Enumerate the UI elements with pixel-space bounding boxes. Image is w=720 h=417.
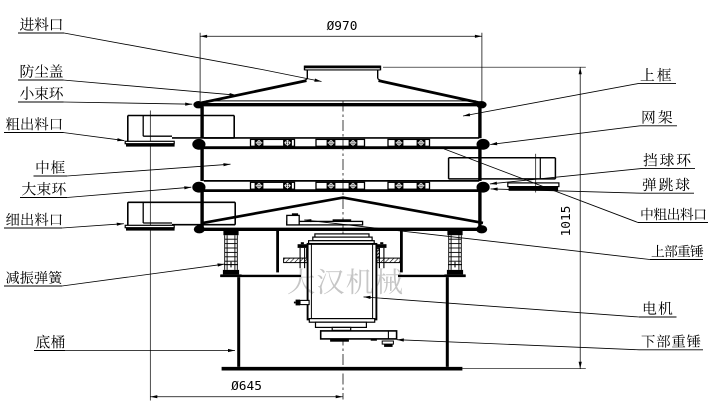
label-middle-frame-glyphs	[36, 160, 65, 174]
label-fine-outlet: 细出料口	[4, 212, 62, 229]
discharge-cone	[193, 196, 488, 234]
lower-screen-band	[192, 180, 490, 193]
label-fine-outlet-glyphs	[6, 212, 62, 226]
upper-screen-band	[192, 137, 490, 150]
label-upper-weight-glyphs	[651, 244, 704, 258]
dust-cover-cone	[198, 79, 483, 105]
label-middle-frame: 中框	[33, 160, 67, 177]
leader-feed-inlet	[63, 32, 322, 82]
label-feed-inlet: 进料口	[18, 17, 64, 34]
dim-base-diameter-value: Ø645	[231, 379, 262, 394]
label-motor: 电机	[639, 301, 677, 318]
label-upper-frame: 上框	[638, 67, 676, 85]
label-base-barrel-glyphs	[36, 334, 65, 349]
label-large-clamp-ring-glyphs	[22, 181, 66, 196]
label-feed-inlet-glyphs	[19, 17, 62, 31]
label-bouncing-ball-glyphs	[642, 177, 690, 192]
machine-body	[124, 65, 560, 371]
leader-ball-stop-ring	[489, 168, 642, 185]
label-base-barrel: 底桶	[34, 334, 65, 351]
leader-lower-weight	[396, 338, 640, 351]
leader-mid-coarse-outlet	[443, 148, 639, 223]
coarse-outlet-spout	[124, 114, 235, 147]
dim-overall-height-value: 1015	[559, 206, 574, 237]
dimension-overall-height: 1015	[383, 66, 586, 370]
label-dust-cover: 防尘盖	[18, 64, 64, 81]
leader-upper-weight	[304, 219, 651, 260]
leader-coarse-outlet	[62, 132, 125, 142]
motor-body	[293, 233, 378, 331]
label-small-clamp-ring: 小束环	[18, 86, 64, 103]
leader-middle-frame	[66, 163, 231, 177]
base-barrel-body	[220, 274, 466, 371]
inlet-port	[303, 65, 382, 82]
upper-weight-assembly	[286, 213, 364, 226]
label-mesh-frame-glyphs	[642, 110, 673, 124]
label-ball-stop-ring-glyphs	[643, 153, 691, 167]
watermark: 大汉机械	[288, 268, 403, 295]
label-coarse-outlet: 粗出料口	[4, 117, 64, 133]
damping-spring-right	[444, 231, 466, 277]
leader-damping-spring	[61, 263, 225, 287]
label-coarse-outlet-glyphs	[5, 117, 62, 131]
label-lower-weight: 下部重锤	[639, 334, 703, 351]
dimension-base-diameter: Ø645	[150, 379, 343, 399]
label-bouncing-ball: 弹跳球	[641, 177, 694, 194]
label-upper-weight: 上部重锤	[650, 244, 704, 260]
leader-bouncing-ball	[490, 187, 642, 194]
dim-top-diameter-value: Ø970	[327, 19, 358, 34]
center-axis-lines	[149, 100, 344, 401]
leader-large-clamp-ring	[66, 186, 192, 198]
label-damping-spring-glyphs	[6, 270, 62, 284]
label-mesh-frame: 网架	[640, 110, 677, 127]
label-upper-frame-glyphs	[640, 67, 672, 82]
leader-base-barrel	[65, 348, 235, 353]
leader-small-clamp-ring	[62, 101, 193, 106]
label-large-clamp-ring: 大束环	[20, 181, 67, 198]
fine-outlet-spout	[124, 201, 236, 231]
leader-motor	[363, 295, 640, 318]
leader-mesh-frame	[490, 125, 641, 146]
label-small-clamp-ring-glyphs	[20, 86, 63, 100]
watermark-glyphs	[288, 268, 403, 295]
lower-weight-assembly	[319, 330, 398, 347]
label-mid-coarse-outlet-glyphs	[641, 207, 706, 221]
label-damping-spring: 减振弹簧	[4, 270, 62, 287]
label-lower-weight-glyphs	[641, 334, 701, 348]
label-ball-stop-ring: 挡球环	[641, 153, 695, 170]
leader-upper-frame	[462, 83, 639, 117]
label-motor-glyphs	[643, 301, 673, 315]
leader-dust-cover	[62, 79, 237, 97]
leader-fine-outlet	[61, 222, 124, 229]
label-dust-cover-glyphs	[20, 64, 63, 78]
label-mid-coarse-outlet: 中粗出料口	[638, 207, 708, 223]
